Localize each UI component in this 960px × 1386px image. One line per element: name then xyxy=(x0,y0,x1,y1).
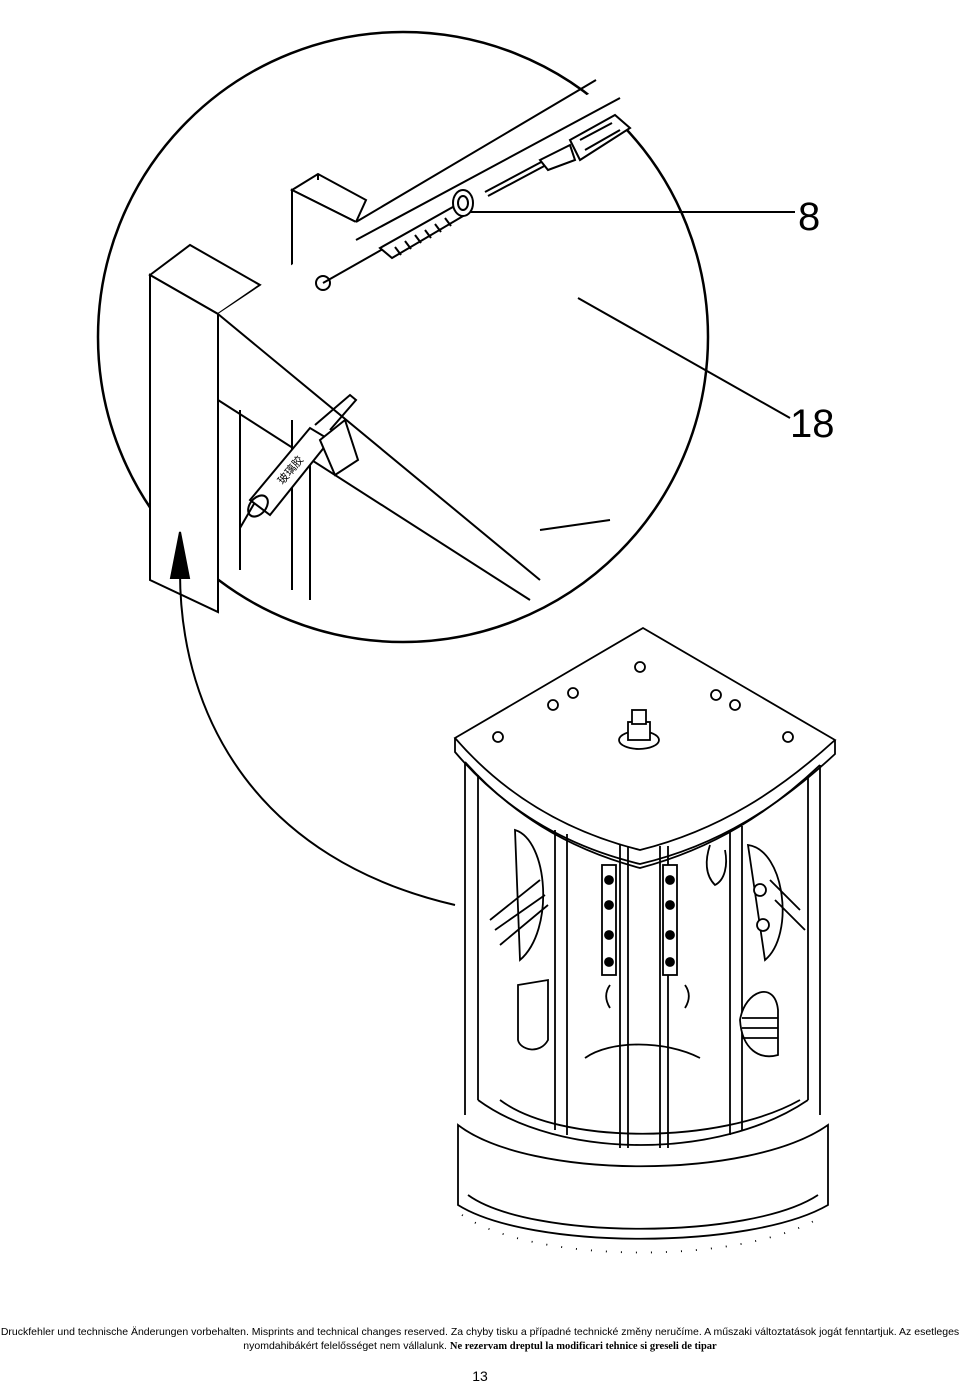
page-number: 13 xyxy=(472,1368,488,1384)
pointer-arrow xyxy=(169,531,456,906)
screw-hole xyxy=(315,275,331,291)
screw xyxy=(322,189,474,284)
callout-18: 18 xyxy=(790,402,835,446)
shower-cabin xyxy=(453,626,837,1254)
screwdriver xyxy=(484,113,632,197)
assembly-illustration: 玻璃胶 8 18 xyxy=(96,30,837,1254)
detail-circle xyxy=(96,30,710,644)
overhead-fitting xyxy=(618,709,660,750)
leader-18 xyxy=(577,297,791,419)
callout-8: 8 xyxy=(798,195,820,239)
disclaimer-line-1: Druckfehler und technische Änderungen vo… xyxy=(0,1326,960,1338)
front-post xyxy=(148,243,262,614)
disclaimer-ro: Ne rezervam dreptul la modificari tehnic… xyxy=(449,1341,717,1352)
top-bolts xyxy=(492,661,794,743)
disclaimer-line-2: nyomdahibákért felelősséget nem vállalun… xyxy=(0,1339,960,1354)
cabin-base xyxy=(457,1123,829,1240)
detail-view: 玻璃胶 xyxy=(96,30,710,644)
disclaimer-hu: nyomdahibákért felelősséget nem vállalun… xyxy=(243,1340,450,1352)
